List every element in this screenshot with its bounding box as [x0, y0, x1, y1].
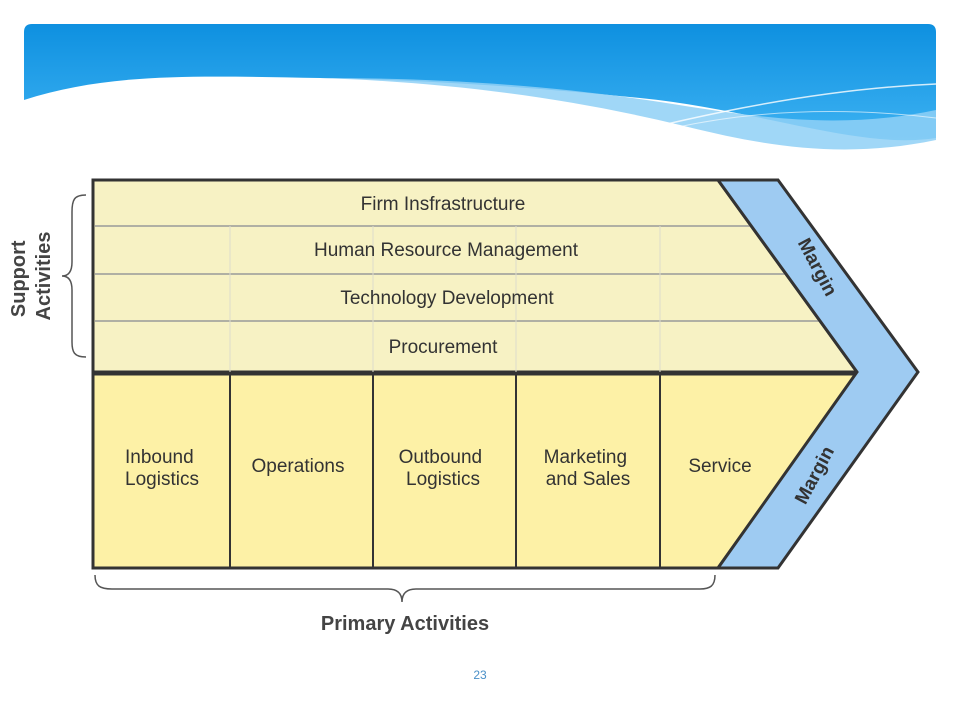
primary-activity-inbound-logistics: Inbound Logistics: [125, 447, 199, 490]
support-activities-label: Support Activities: [8, 232, 55, 321]
support-brace: [61, 194, 87, 358]
primary-activity-service: Service: [688, 456, 751, 477]
support-activity-hr-management: Human Resource Management: [314, 240, 579, 261]
margin-band: [715, 178, 920, 570]
primary-activity-outbound-logistics: Outbound Logistics: [399, 447, 488, 490]
header-banner: [24, 24, 937, 151]
support-activity-firm-infrastructure: Firm Insfrastructure: [361, 194, 526, 215]
support-activity-procurement: Procurement: [389, 337, 498, 358]
primary-activity-operations: Operations: [252, 456, 345, 477]
primary-activity-marketing-and-sales: Marketing and Sales: [544, 447, 633, 490]
primary-brace: [94, 574, 716, 603]
support-activity-technology-development: Technology Development: [340, 288, 554, 309]
primary-activities-label: Primary Activities: [321, 613, 489, 635]
slide-number: 23: [473, 668, 487, 682]
